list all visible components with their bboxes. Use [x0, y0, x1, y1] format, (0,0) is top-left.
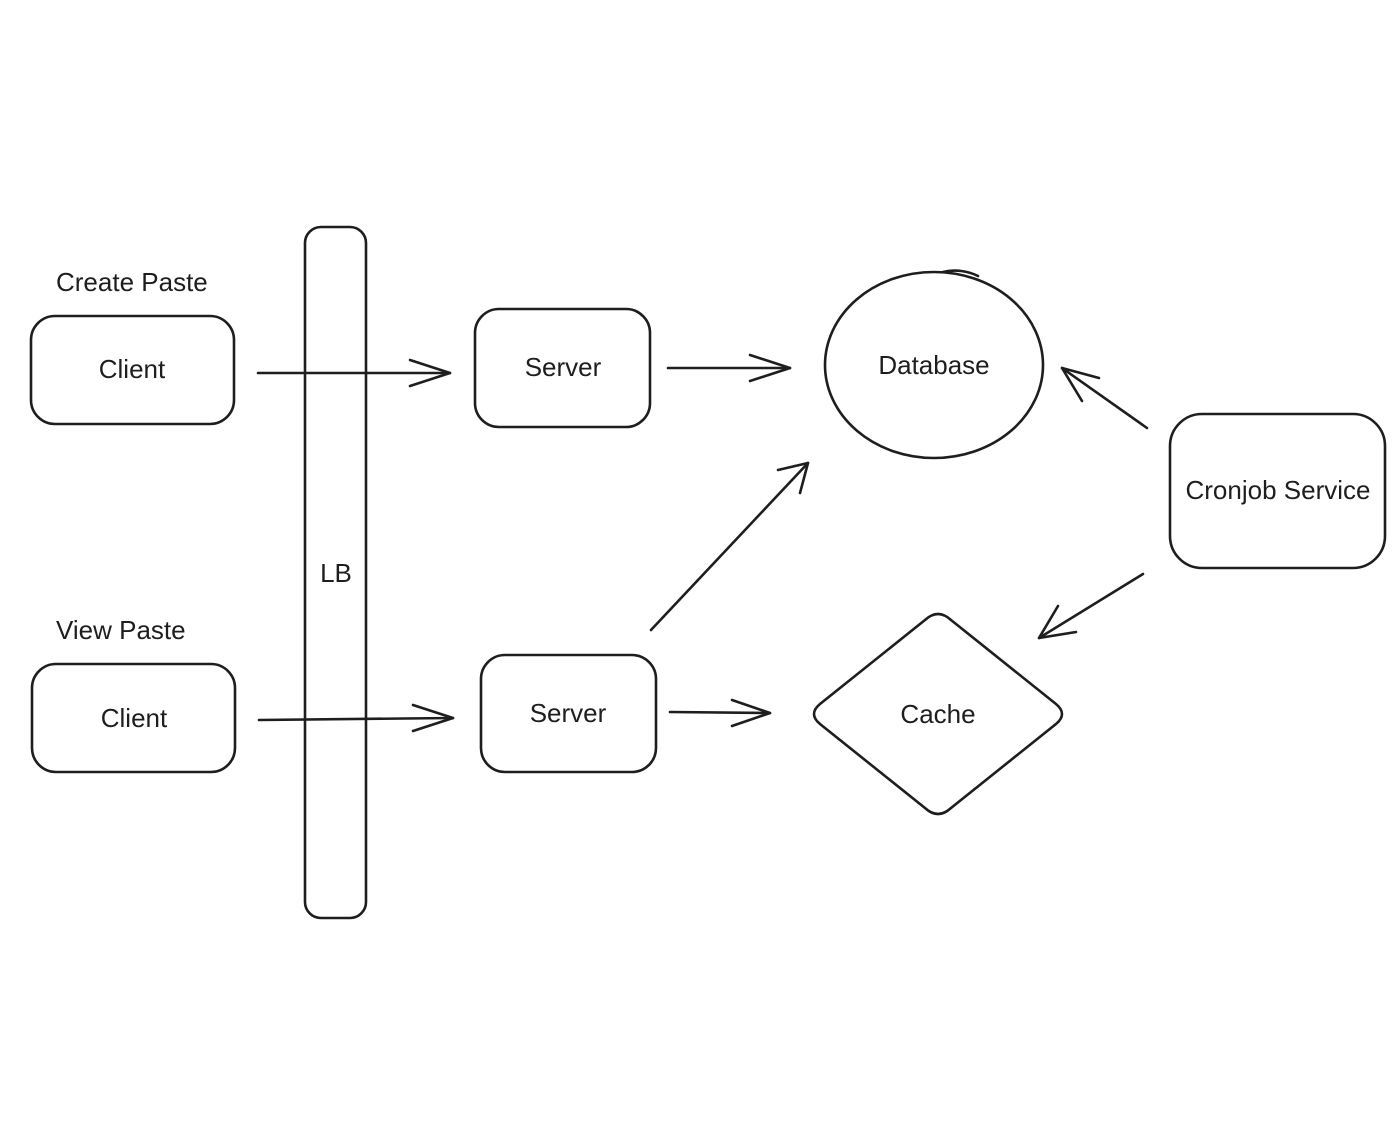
arrow-cronjob-to-database [1060, 366, 1149, 430]
arrow-server-bottom-to-cache [668, 698, 772, 728]
cache-diamond [812, 612, 1064, 816]
client-create-box [29, 314, 236, 426]
load-balancer-node: LB [303, 225, 368, 920]
client-create-label: Client [99, 354, 166, 384]
server-bottom-box [479, 653, 658, 774]
arrow-client-create-to-server-top [256, 358, 452, 388]
client-create-node: Client [29, 314, 236, 426]
server-bottom-label: Server [530, 698, 607, 728]
arrow-cronjob-to-cache [1037, 572, 1145, 640]
server-top-box [473, 307, 652, 429]
cache-label: Cache [900, 699, 975, 729]
cronjob-service-node: Cronjob Service [1168, 412, 1387, 570]
database-ellipse [823, 270, 1045, 460]
cronjob-service-box [1168, 412, 1387, 570]
client-view-label: Client [101, 703, 168, 733]
view-paste-label: View Paste [56, 615, 186, 645]
database-node: Database [823, 269, 1045, 460]
server-top-label: Server [525, 352, 602, 382]
arrow-server-bottom-to-database [649, 461, 810, 632]
load-balancer-box [303, 225, 368, 920]
client-view-node: Client [30, 662, 237, 774]
arrow-client-view-to-server-bottom [257, 703, 455, 733]
database-label: Database [878, 350, 989, 380]
server-bottom-node: Server [479, 653, 658, 774]
create-paste-label: Create Paste [56, 267, 208, 297]
arrow-server-top-to-database [666, 353, 792, 383]
cronjob-service-label: Cronjob Service [1186, 475, 1371, 505]
client-view-box [30, 662, 237, 774]
database-ellipse-overdraw [941, 269, 980, 278]
load-balancer-label: LB [320, 558, 352, 588]
cache-node: Cache [812, 612, 1064, 816]
server-top-node: Server [473, 307, 652, 429]
